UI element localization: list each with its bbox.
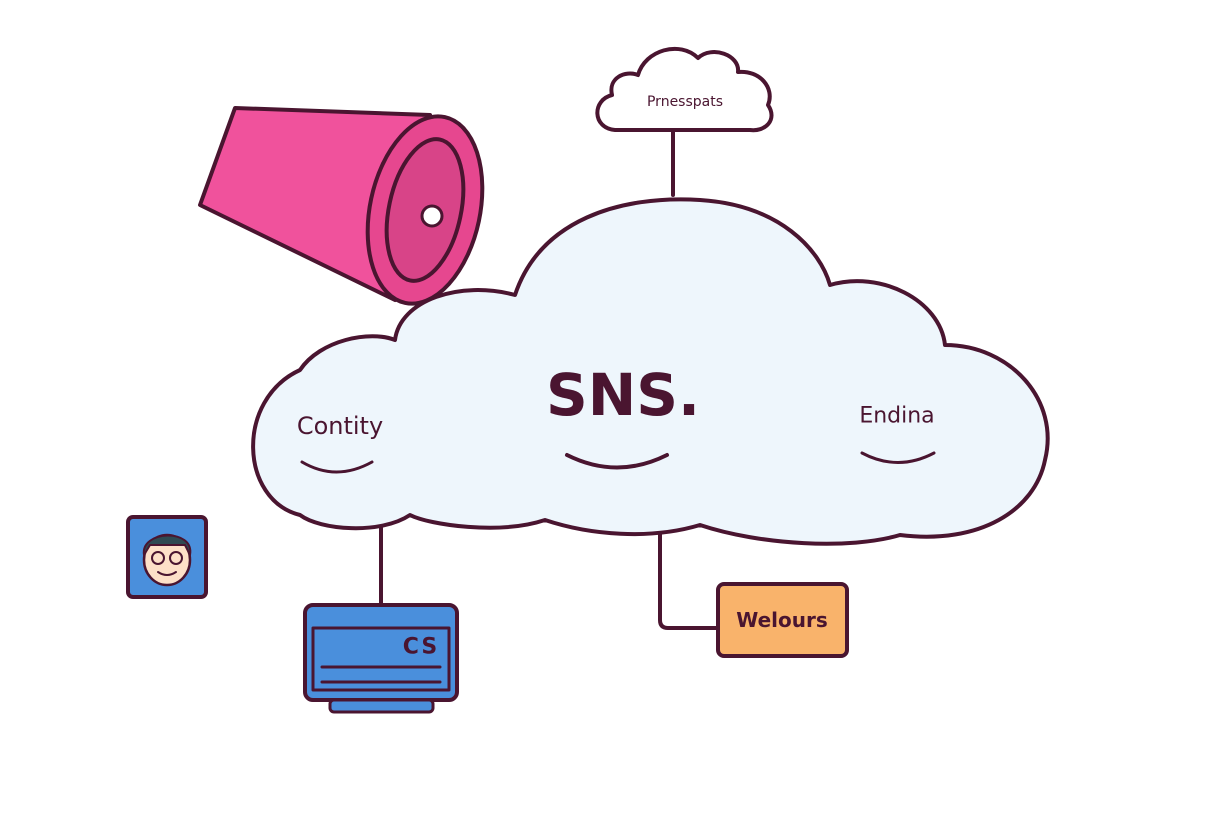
right-cloud-label: Endina	[859, 403, 935, 429]
right-connector	[658, 523, 720, 630]
megaphone-icon	[198, 106, 485, 306]
orange-box	[716, 582, 849, 658]
top-cloud-label: Prnesspats	[646, 94, 724, 110]
monitor-label: CS	[402, 634, 440, 660]
main-cloud-title: SNS.	[545, 361, 701, 429]
top-cloud-shape	[595, 47, 774, 133]
main-cloud-shape	[251, 197, 1050, 546]
avatar	[126, 515, 208, 599]
left-cloud-label: Contity	[296, 412, 384, 440]
right-smile-icon	[860, 451, 936, 464]
left-smile-icon	[300, 460, 374, 474]
orange-box-label: Welours	[736, 608, 828, 632]
monitor-icon	[303, 603, 459, 714]
center-smile-icon	[565, 453, 669, 470]
